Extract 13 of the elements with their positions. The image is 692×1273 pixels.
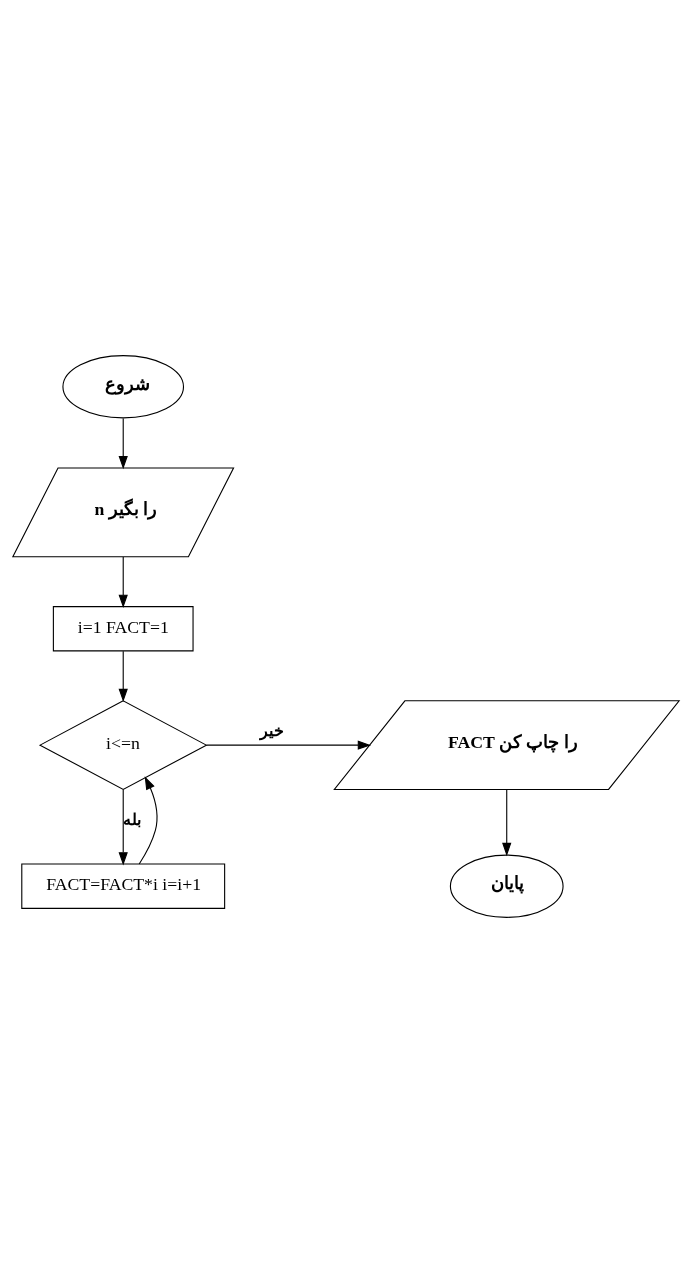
node-box: FACT=FACT*i i=i+1 xyxy=(21,863,226,909)
arrow xyxy=(118,789,128,866)
node-ellipse: پایان xyxy=(449,854,564,918)
edge-label: بله xyxy=(123,811,142,829)
arrow xyxy=(205,740,372,750)
node-box: i=1 FACT=1 xyxy=(52,606,194,652)
arrow xyxy=(138,776,158,865)
arrow xyxy=(502,789,512,857)
node-ellipse: شروع xyxy=(62,355,185,419)
edge-label: خیر xyxy=(259,722,284,740)
arrow xyxy=(118,556,128,608)
arrow xyxy=(118,417,128,470)
arrow xyxy=(118,650,128,703)
